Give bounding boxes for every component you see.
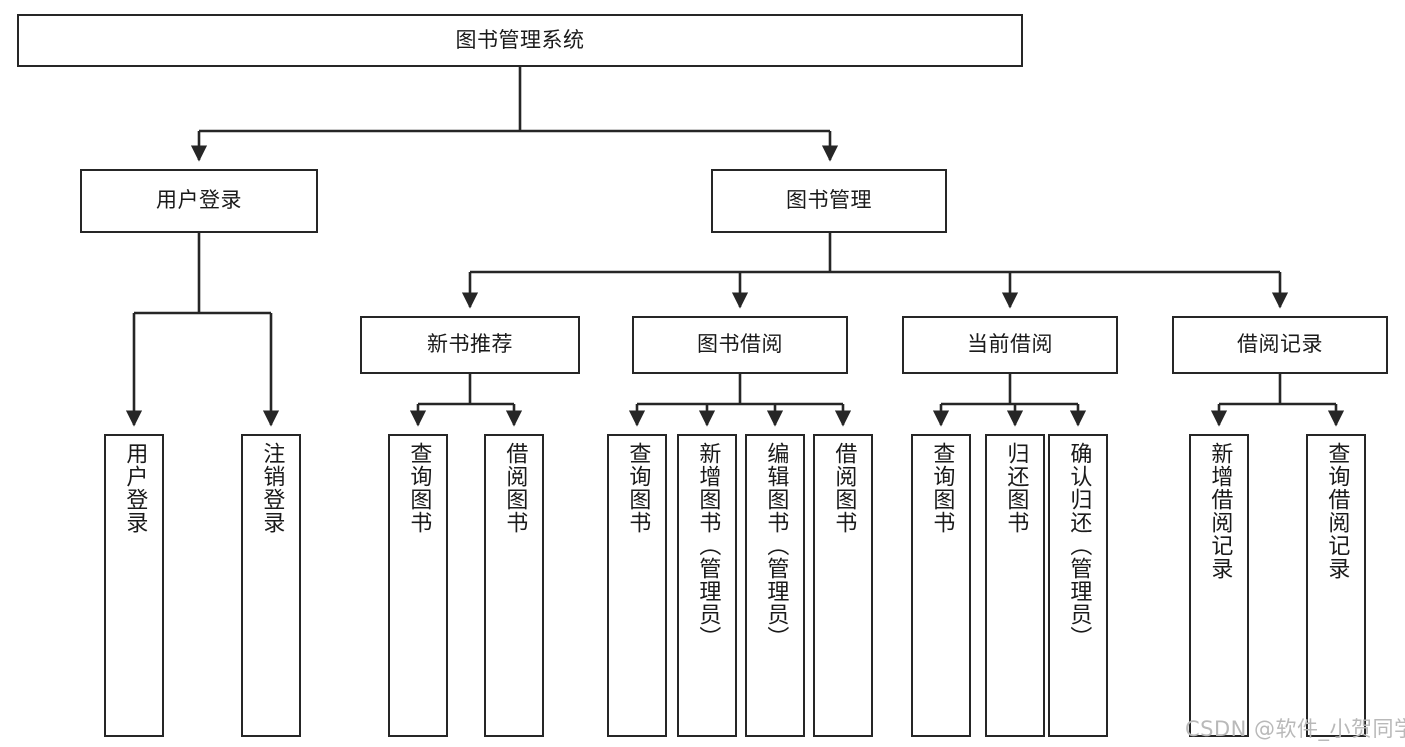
node-new-book-recommend[interactable]: 新书推荐: [360, 316, 580, 374]
node-leaf-query-book-1-label: 查询图书: [406, 442, 432, 534]
node-leaf-confirm-return-label: 确认归还（管理员）: [1066, 442, 1092, 649]
node-leaf-borrow-book-1-label: 借阅图书: [502, 442, 528, 534]
node-leaf-logout[interactable]: 注销登录: [241, 434, 301, 737]
node-leaf-query-book-2[interactable]: 查询图书: [607, 434, 667, 737]
node-book-borrow[interactable]: 图书借阅: [632, 316, 848, 374]
node-current-borrow[interactable]: 当前借阅: [902, 316, 1118, 374]
csdn-watermark: CSDN @软件_小贺同学: [1185, 717, 1405, 741]
node-user-login[interactable]: 用户登录: [80, 169, 318, 233]
node-leaf-user-login-label: 用户登录: [122, 442, 148, 534]
node-leaf-add-book[interactable]: 新增图书（管理员）: [677, 434, 737, 737]
node-leaf-return-book[interactable]: 归还图书: [985, 434, 1045, 737]
node-borrow-record-label: 借阅记录: [1237, 332, 1323, 357]
node-new-book-recommend-label: 新书推荐: [427, 332, 513, 357]
node-leaf-add-record[interactable]: 新增借阅记录: [1189, 434, 1249, 737]
node-current-borrow-label: 当前借阅: [967, 332, 1053, 357]
node-book-borrow-label: 图书借阅: [697, 332, 783, 357]
node-book-manage-label: 图书管理: [786, 188, 872, 213]
node-leaf-add-book-label: 新增图书（管理员）: [695, 442, 721, 649]
node-user-login-label: 用户登录: [156, 188, 242, 213]
node-leaf-query-book-3-label: 查询图书: [929, 442, 955, 534]
node-leaf-query-book-3[interactable]: 查询图书: [911, 434, 971, 737]
node-leaf-edit-book-label: 编辑图书（管理员）: [763, 442, 789, 649]
node-leaf-query-record[interactable]: 查询借阅记录: [1306, 434, 1366, 737]
node-root[interactable]: 图书管理系统: [17, 14, 1023, 67]
node-leaf-query-book-1[interactable]: 查询图书: [388, 434, 448, 737]
node-leaf-logout-label: 注销登录: [259, 442, 285, 534]
node-leaf-confirm-return[interactable]: 确认归还（管理员）: [1048, 434, 1108, 737]
node-leaf-query-record-label: 查询借阅记录: [1324, 442, 1350, 580]
node-leaf-borrow-book-2[interactable]: 借阅图书: [813, 434, 873, 737]
node-leaf-borrow-book-1[interactable]: 借阅图书: [484, 434, 544, 737]
node-leaf-borrow-book-2-label: 借阅图书: [831, 442, 857, 534]
node-leaf-return-book-label: 归还图书: [1003, 442, 1029, 534]
node-leaf-add-record-label: 新增借阅记录: [1207, 442, 1233, 580]
node-root-label: 图书管理系统: [455, 27, 585, 52]
node-leaf-user-login[interactable]: 用户登录: [104, 434, 164, 737]
node-leaf-edit-book[interactable]: 编辑图书（管理员）: [745, 434, 805, 737]
node-book-manage[interactable]: 图书管理: [711, 169, 947, 233]
node-leaf-query-book-2-label: 查询图书: [625, 442, 651, 534]
node-borrow-record[interactable]: 借阅记录: [1172, 316, 1388, 374]
